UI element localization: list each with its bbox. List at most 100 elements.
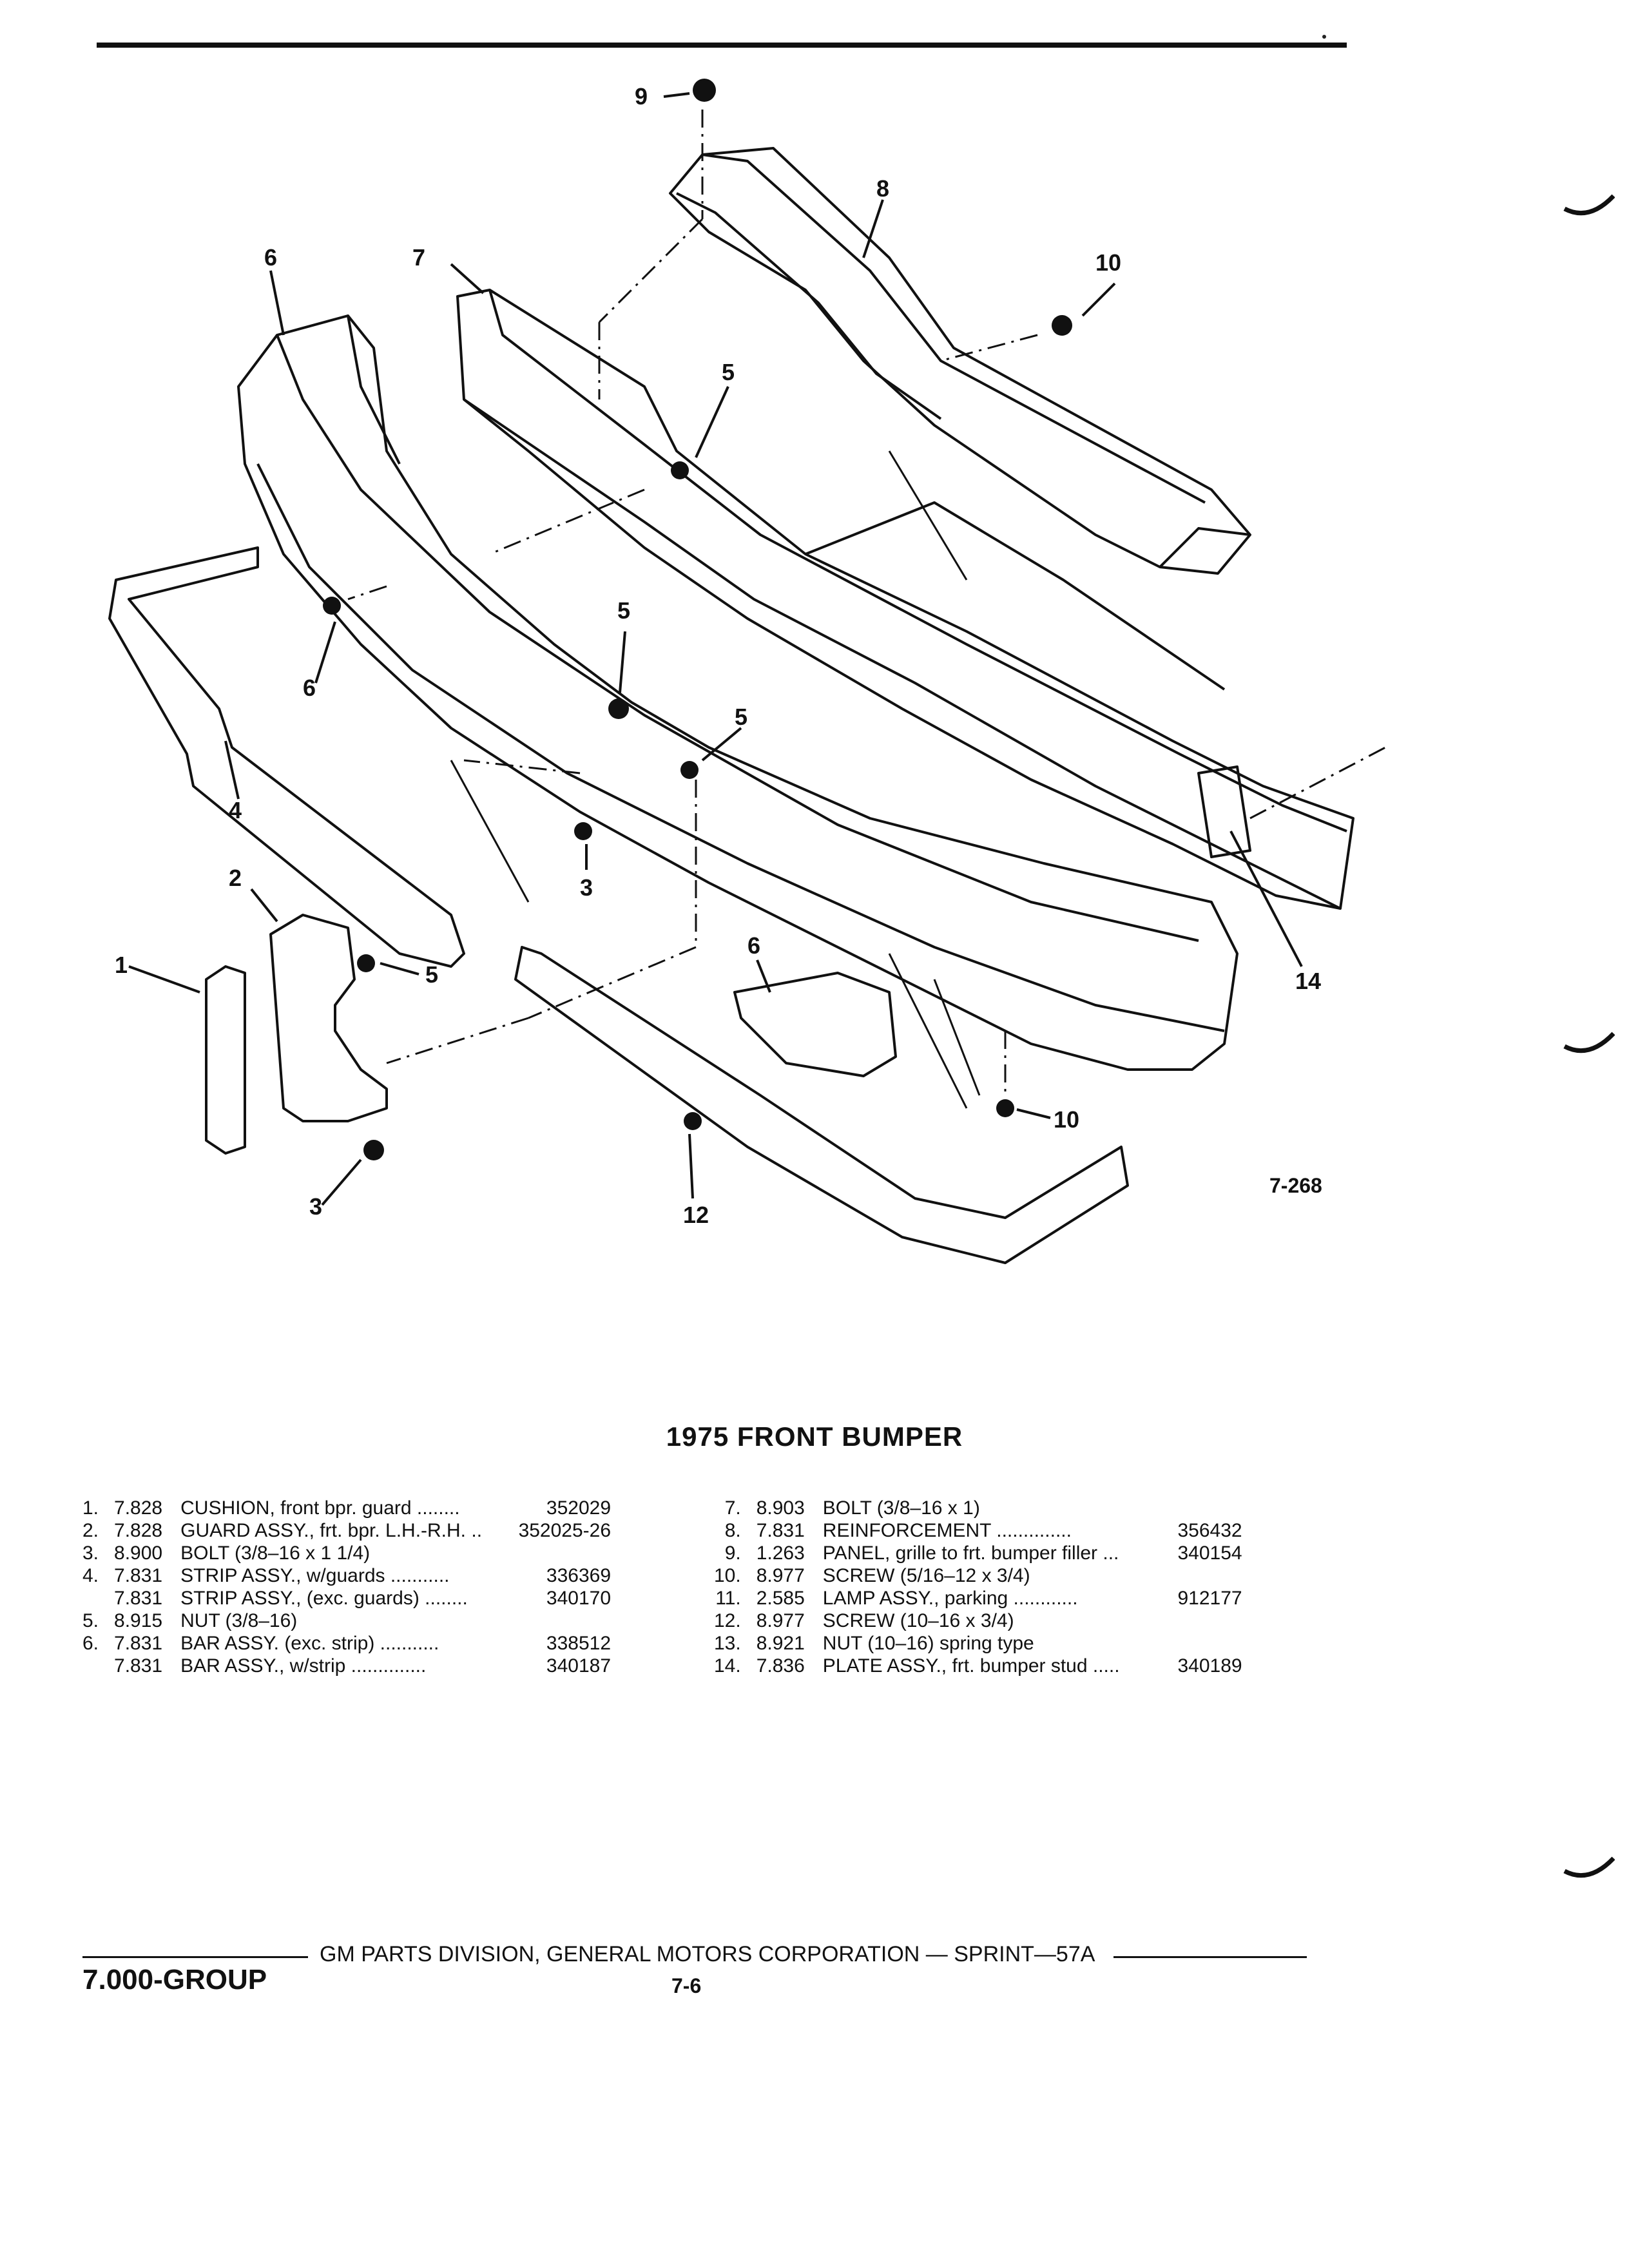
part-number: 340187: [546, 1655, 612, 1677]
list-item: 14. 7.836 PLATE ASSY., frt. bumper stud …: [714, 1655, 1242, 1677]
group-code: 1.263: [756, 1542, 805, 1564]
bumper-bar-assembly: [237, 314, 1239, 1071]
list-item: 2. 7.828 GUARD ASSY., frt. bpr. L.H.-R.H…: [82, 1519, 611, 1542]
item-number: 8.: [724, 1520, 741, 1541]
callout-14: 14: [1295, 968, 1321, 994]
part-description: BOLT (3/8–16 x 1 1/4): [180, 1542, 371, 1564]
guard-assembly: [269, 914, 388, 1122]
page-number: 7-6: [671, 1974, 702, 1997]
item-number: 5.: [82, 1610, 99, 1631]
item-number: 6.: [82, 1633, 99, 1654]
list-item: 7. 8.903 BOLT (3/8–16 x 1): [714, 1497, 1242, 1519]
part-number: 340189: [1177, 1655, 1242, 1677]
part-description: SCREW (10–16 x 3/4): [822, 1610, 1014, 1631]
list-item: 6. 7.831 BAR ASSY. (exc. strip) ........…: [82, 1632, 611, 1655]
group-code: 8.915: [114, 1610, 163, 1631]
part-description: REINFORCEMENT ..............: [822, 1520, 1072, 1541]
callout-7: 6: [303, 675, 316, 701]
callout-5-d: 5: [425, 961, 438, 988]
figure-number: 7-268: [1269, 1174, 1322, 1197]
list-item: 3. 8.900 BOLT (3/8–16 x 1 1/4): [82, 1542, 611, 1564]
part-description: NUT (10–16) spring type: [822, 1633, 1034, 1654]
list-item: 9. 1.263 PANEL, grille to frt. bumper fi…: [714, 1542, 1242, 1564]
callout-5-b: 5: [617, 597, 630, 624]
part-description: LAMP ASSY., parking ............: [822, 1588, 1078, 1609]
binder-mark-icon: [1563, 1032, 1615, 1053]
callout-9: 8: [876, 175, 889, 202]
group-code: 8.977: [756, 1565, 805, 1586]
footer-publisher: GM PARTS DIVISION, GENERAL MOTORS CORPOR…: [320, 1942, 1095, 1966]
item-number: 4.: [82, 1565, 99, 1586]
group-code: 7.831: [756, 1520, 805, 1541]
part-description: BAR ASSY. (exc. strip) ...........: [180, 1633, 439, 1654]
footer-rule-right: [1113, 1956, 1307, 1958]
part-description: NUT (3/8–16): [180, 1610, 298, 1631]
parts-list-right: 7. 8.903 BOLT (3/8–16 x 1) 8. 7.831 REIN…: [714, 1497, 1242, 1677]
part-number: 352029: [546, 1497, 612, 1519]
item-number: 13.: [714, 1633, 741, 1654]
callout-13: 12: [683, 1202, 709, 1228]
part-description: STRIP ASSY., (exc. guards) ........: [180, 1588, 468, 1609]
part-number: [1120, 1610, 1242, 1632]
reinforcement: [456, 289, 1354, 910]
list-item: 11. 2.585 LAMP ASSY., parking ..........…: [714, 1587, 1242, 1610]
guard-cushion: [205, 965, 246, 1155]
grille-filler-panel: [669, 147, 1251, 575]
part-number: 340170: [546, 1588, 612, 1609]
item-number: 1.: [82, 1497, 99, 1519]
item-number: [82, 1655, 114, 1677]
callout-3-a: 3: [580, 874, 593, 901]
stud-plate: [1197, 765, 1251, 858]
group-label: 7.000-GROUP: [82, 1964, 267, 1995]
part-number: 352025-26: [518, 1520, 612, 1541]
exploded-bumper-diagram: 9 8 10 6 7 5 5 5 6 4 3 2 1 5 3 6 10 12 1…: [108, 79, 1386, 1264]
callout-4: 4: [229, 797, 242, 823]
group-code: 8.900: [114, 1542, 163, 1564]
scan-speck: [1322, 35, 1326, 39]
group-code: 7.831: [114, 1565, 163, 1586]
callout-10-right: 10: [1095, 249, 1121, 276]
footer-rule-left: [82, 1956, 308, 1958]
callout-1: 1: [115, 952, 128, 978]
callout-5-c: 5: [735, 704, 747, 730]
lower-strip: [514, 946, 1129, 1264]
item-number: 11.: [715, 1588, 741, 1609]
callout-8: 7: [412, 244, 425, 271]
part-number: 912177: [1177, 1588, 1242, 1609]
part-number: 336369: [546, 1565, 612, 1586]
item-number: 7.: [724, 1497, 741, 1519]
part-number: [482, 1610, 611, 1632]
list-item: 7.831 STRIP ASSY., (exc. guards) .......…: [82, 1587, 611, 1610]
part-description: PLATE ASSY., frt. bumper stud .....: [822, 1655, 1120, 1677]
list-item: 4. 7.831 STRIP ASSY., w/guards .........…: [82, 1564, 611, 1587]
part-number: [1120, 1497, 1242, 1519]
callout-2: 2: [229, 865, 242, 891]
callout-6-bottom: 6: [747, 932, 760, 959]
callout-12: 10: [1054, 1106, 1079, 1133]
group-code: 8.921: [756, 1633, 805, 1654]
part-description: STRIP ASSY., w/guards ...........: [180, 1565, 450, 1586]
top-rule: [97, 43, 1347, 48]
group-code: 7.828: [114, 1520, 163, 1541]
part-number: [1120, 1632, 1242, 1655]
item-number: 2.: [82, 1520, 99, 1541]
callout-6-top: 6: [264, 244, 277, 271]
group-code: 7.831: [114, 1588, 163, 1609]
callout-3-b: 3: [309, 1193, 322, 1220]
item-number: 9.: [724, 1542, 741, 1564]
group-code: 7.831: [114, 1633, 163, 1654]
part-number: 356432: [1177, 1520, 1242, 1541]
list-item: 5. 8.915 NUT (3/8–16): [82, 1610, 611, 1632]
part-description: SCREW (5/16–12 x 3/4): [822, 1565, 1030, 1586]
page-title: 1975 FRONT BUMPER: [666, 1421, 963, 1452]
binder-mark-icon: [1563, 1856, 1615, 1878]
list-item: 7.831 BAR ASSY., w/strip .............. …: [82, 1655, 611, 1677]
list-item: 8. 7.831 REINFORCEMENT .............. 35…: [714, 1519, 1242, 1542]
part-description: CUSHION, front bpr. guard ........: [180, 1497, 460, 1519]
list-item: 1. 7.828 CUSHION, front bpr. guard .....…: [82, 1497, 611, 1519]
group-code: 8.977: [756, 1610, 805, 1631]
part-number: 340154: [1177, 1542, 1242, 1564]
parts-list-left: 1. 7.828 CUSHION, front bpr. guard .....…: [82, 1497, 611, 1677]
group-code: 7.828: [114, 1497, 163, 1519]
part-description: PANEL, grille to frt. bumper filler ...: [822, 1542, 1119, 1564]
